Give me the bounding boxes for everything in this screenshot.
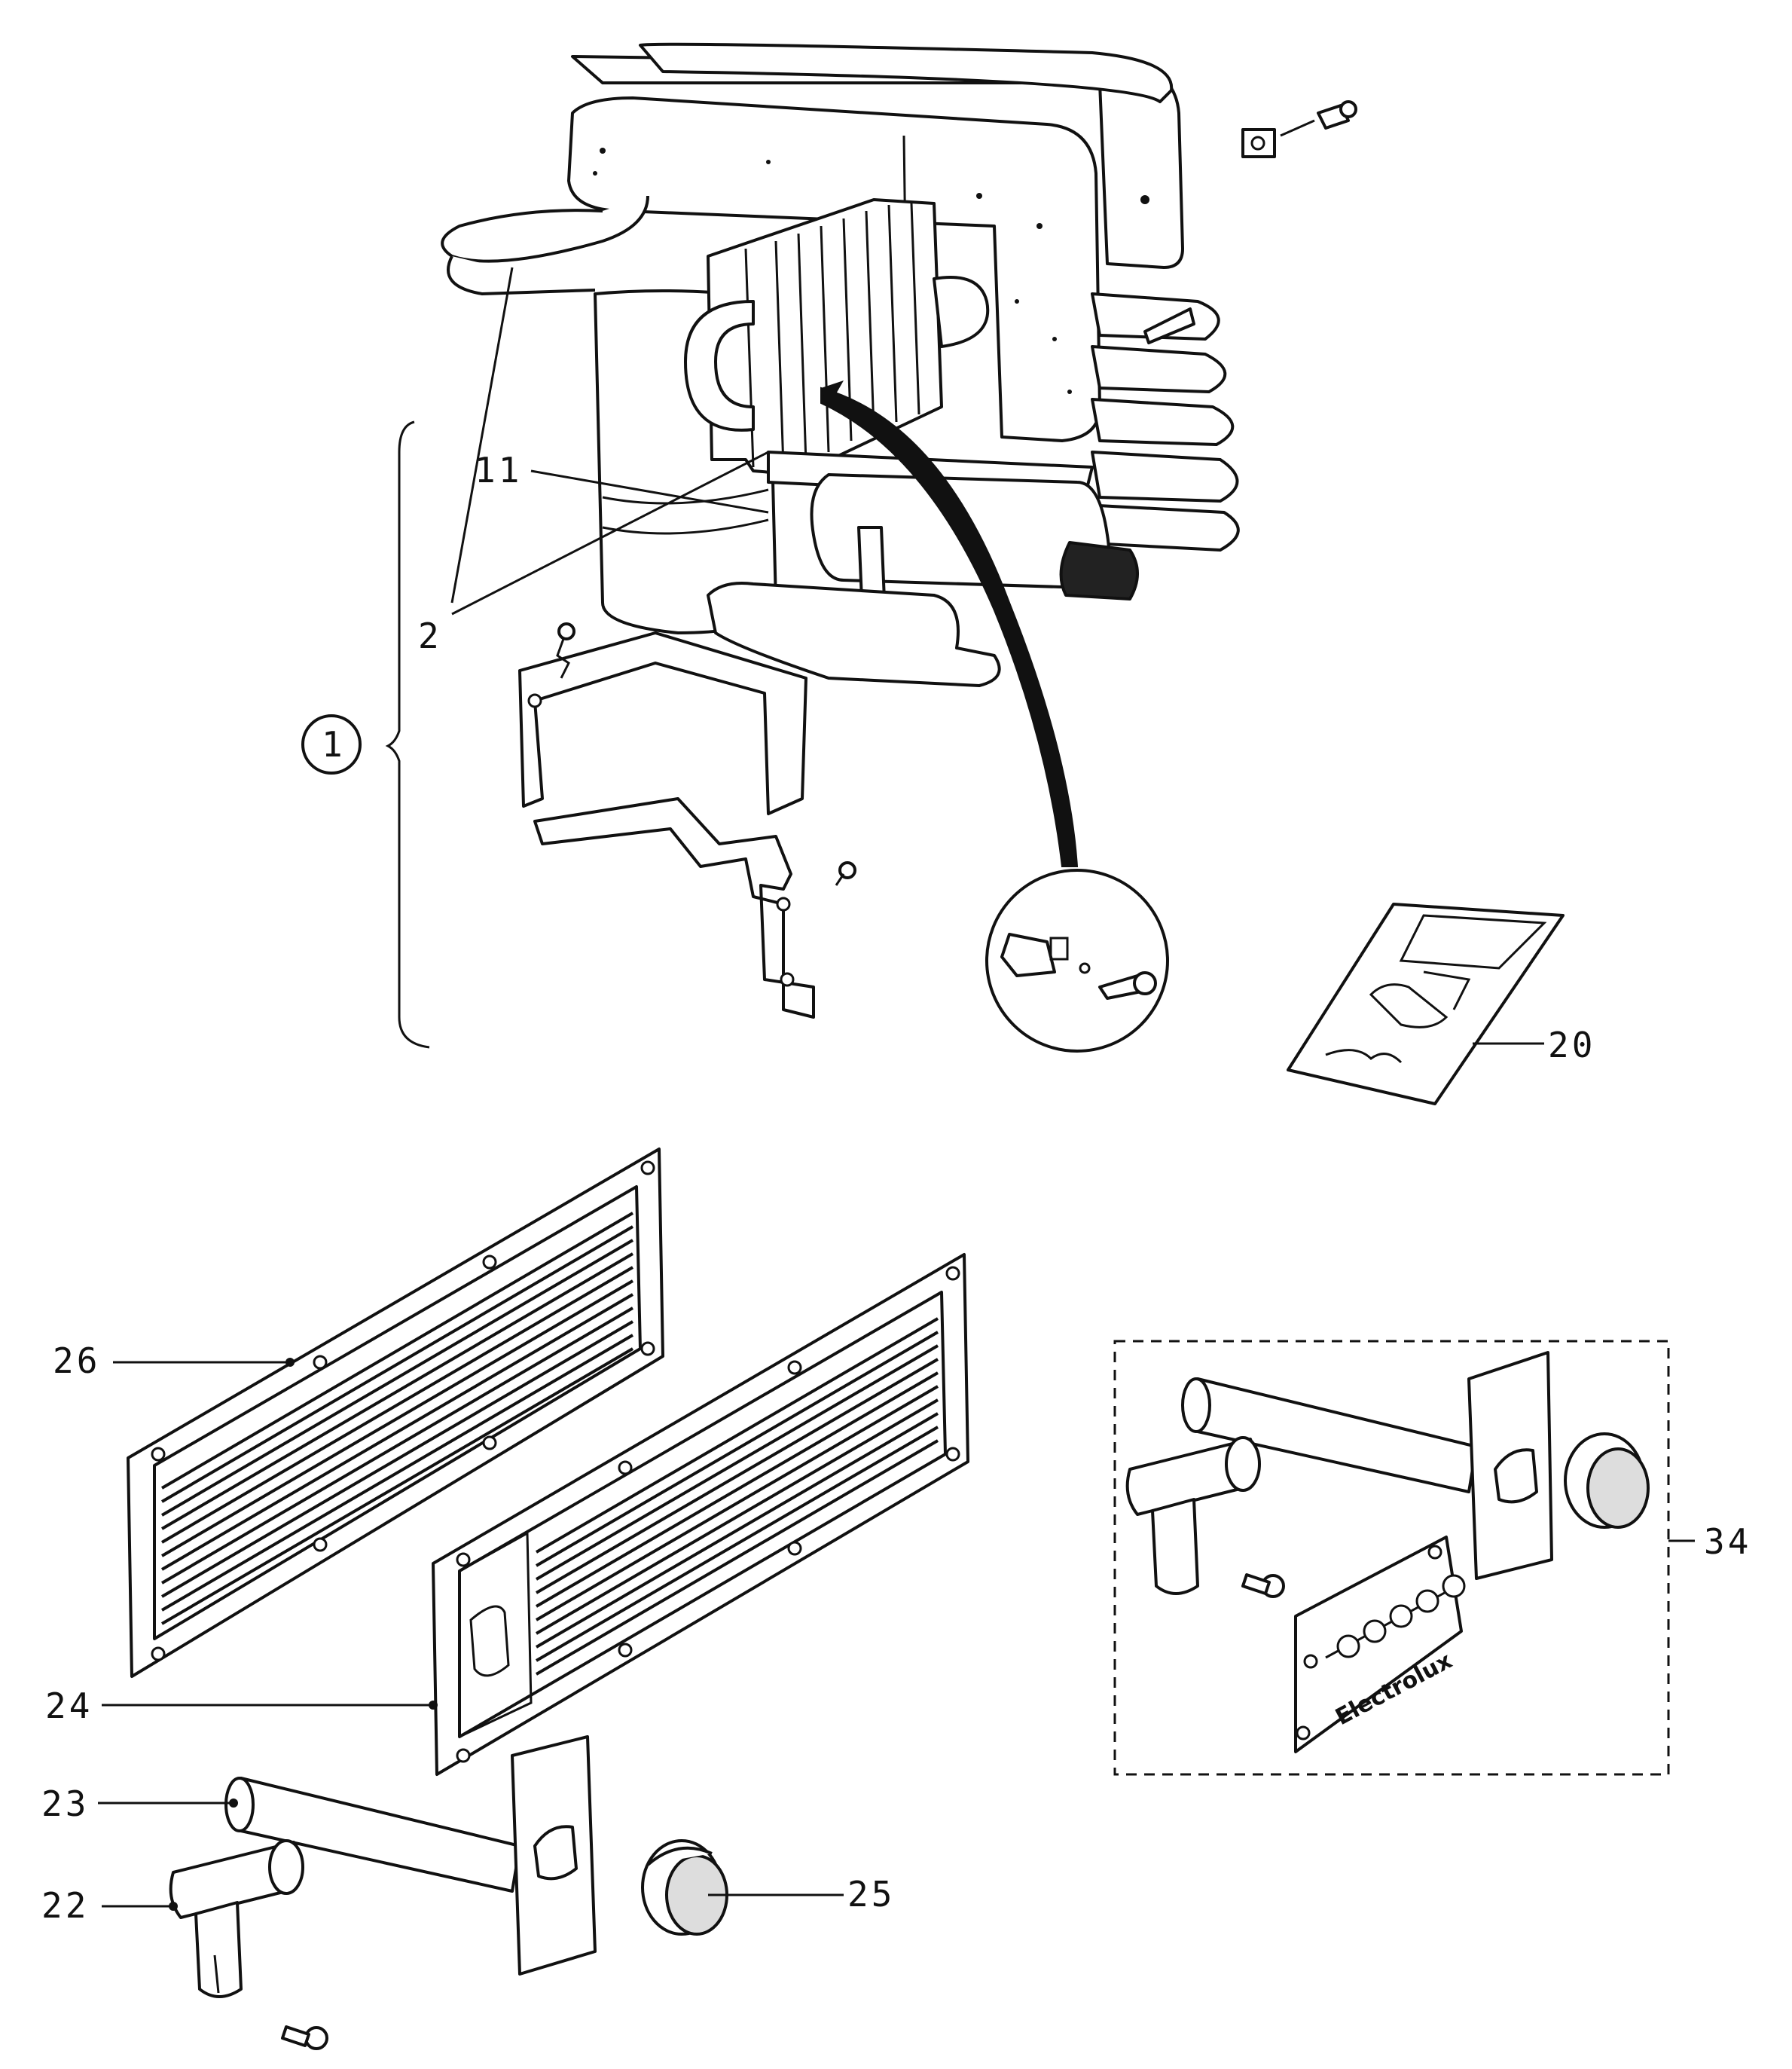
grille-slat xyxy=(535,1331,939,1567)
label-kit: 1 xyxy=(322,724,346,765)
grille-slat xyxy=(160,1293,634,1571)
grille-slat xyxy=(160,1320,634,1598)
label-flue-baffle: 11 xyxy=(475,450,522,491)
grille-slat xyxy=(160,1279,634,1557)
grille-slat xyxy=(160,1239,634,1517)
lower-vent-grille xyxy=(432,1253,969,1776)
grille-slat xyxy=(535,1317,939,1554)
screw-bottom xyxy=(281,2025,328,2050)
screw-small-top xyxy=(556,622,575,679)
grille-slat xyxy=(535,1412,939,1649)
grille-slat xyxy=(160,1212,634,1490)
cap xyxy=(641,1839,728,1936)
upper-vent-grille xyxy=(127,1148,664,1678)
grille-slat xyxy=(160,1306,634,1585)
leader-lines xyxy=(98,267,1695,1911)
label-flue-kit: 34 xyxy=(1704,1521,1751,1562)
flue-tube xyxy=(224,1735,597,1976)
surface-texture xyxy=(593,148,1149,394)
grille-slat xyxy=(535,1385,939,1621)
detail-arrow xyxy=(820,387,1079,867)
grille-slat xyxy=(535,1358,939,1594)
grille-slat xyxy=(535,1398,939,1635)
flue-baffle-shield xyxy=(518,631,815,1019)
flue-kit-box: Electrolux xyxy=(1113,1340,1670,1776)
grille-slat xyxy=(160,1347,634,1625)
grille-slat xyxy=(160,1266,634,1544)
label-upper-vent: 26 xyxy=(53,1340,100,1381)
label-manual: 20 xyxy=(1548,1025,1595,1065)
grille-slat xyxy=(160,1225,634,1503)
instruction-manual xyxy=(1287,903,1565,1105)
grille-slat xyxy=(160,1334,634,1612)
grille-slat xyxy=(160,1252,634,1530)
grille-slat xyxy=(535,1426,939,1662)
label-flue-tube: 23 xyxy=(41,1783,89,1824)
kit-bracket xyxy=(301,420,430,1049)
detail-magnifier-circle xyxy=(985,869,1169,1053)
condenser-coils xyxy=(1076,292,1240,552)
cooling-unit-assembly xyxy=(441,42,1357,1019)
label-cap: 25 xyxy=(847,1874,895,1915)
grille-slat xyxy=(535,1344,939,1581)
t-piece xyxy=(169,1839,304,1998)
callout-labels: 11 2 1 20 26 24 23 22 25 34 xyxy=(41,450,1751,1926)
label-lower-vent: 24 xyxy=(45,1685,93,1726)
grille-slat xyxy=(535,1439,939,1676)
screw-small-bottom xyxy=(835,861,856,886)
label-t-piece: 22 xyxy=(41,1885,89,1926)
grille-slat xyxy=(535,1371,939,1608)
clip-and-screw xyxy=(1241,100,1357,158)
heat-exchanger-fins xyxy=(707,198,943,476)
label-burner-tube: 2 xyxy=(418,616,442,656)
